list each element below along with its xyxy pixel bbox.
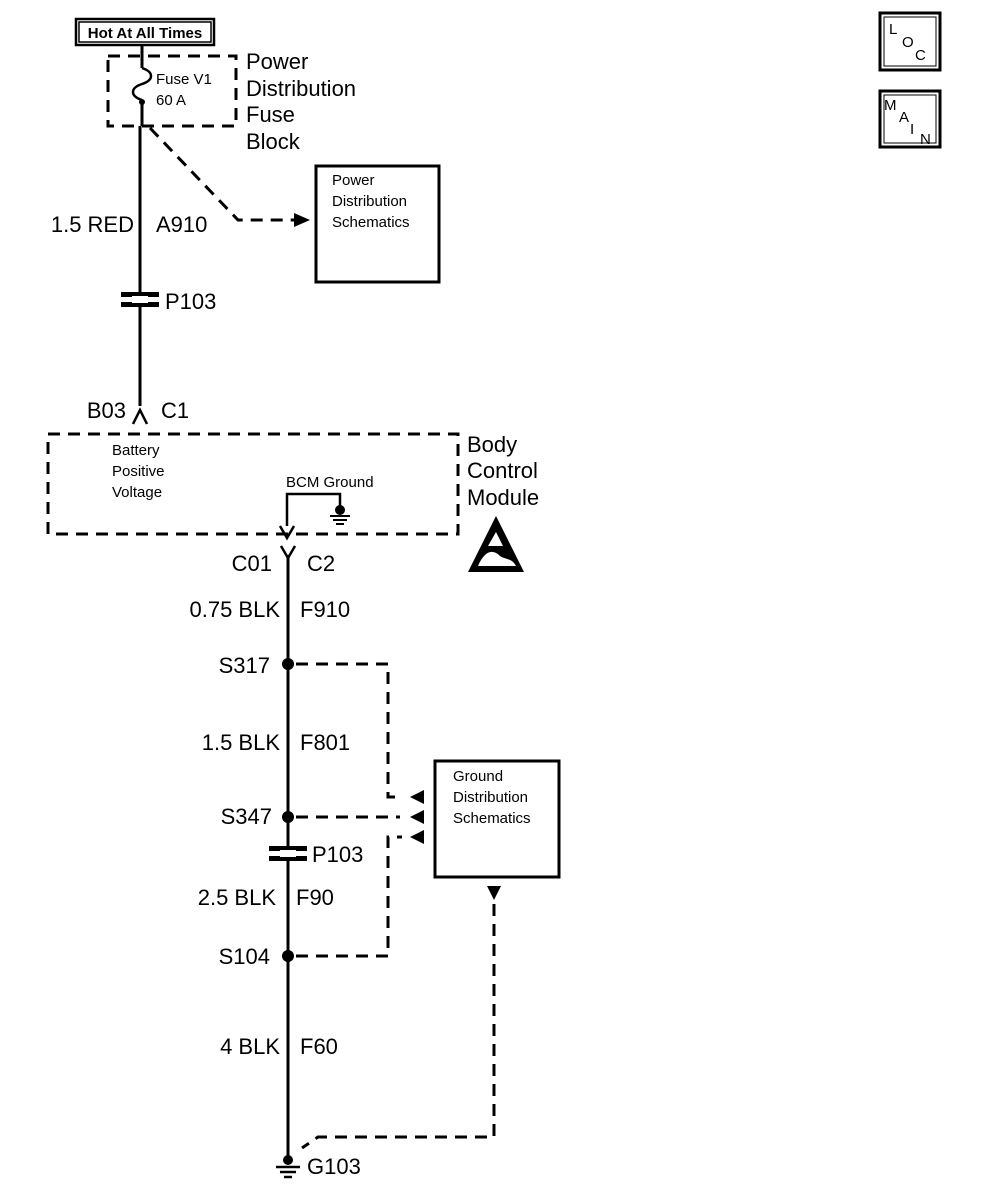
- svg-text:Control: Control: [467, 458, 538, 483]
- s104-ref-dashed-line: [296, 835, 402, 958]
- wire-f910-gauge-color: 0.75 BLK: [189, 597, 280, 622]
- bcm-output-pin: C01: [232, 551, 272, 576]
- main-nav-icon[interactable]: M A I N: [878, 89, 942, 149]
- splice-s347: [282, 811, 294, 823]
- svg-text:Power: Power: [332, 172, 375, 189]
- svg-text:Module: Module: [467, 485, 539, 510]
- svg-text:Power: Power: [246, 49, 308, 74]
- hot-at-all-times-label: Hot At All Times: [74, 17, 216, 47]
- splice-s317-label: S317: [219, 653, 270, 678]
- bcm-input-connector: C1: [161, 398, 189, 423]
- power-distribution-schematics-link[interactable]: Power Distribution Schematics: [314, 164, 441, 284]
- fuse-v1-symbol: [131, 56, 153, 126]
- bcm-internal-ground: [278, 492, 350, 541]
- svg-text:A: A: [899, 109, 909, 126]
- bcm-ground-label: BCM Ground: [286, 474, 374, 491]
- power-ref-dashed-line: [148, 126, 296, 222]
- ground-distribution-schematics-link[interactable]: Ground Distribution Schematics: [433, 759, 561, 879]
- svg-text:Distribution: Distribution: [453, 789, 528, 806]
- svg-text:M: M: [884, 97, 897, 114]
- wire-f801-gauge-color: 1.5 BLK: [202, 730, 281, 755]
- svg-text:L: L: [889, 21, 897, 38]
- svg-text:Positive: Positive: [112, 463, 165, 480]
- splice-s317: [282, 658, 294, 670]
- wire-f60-gauge-color: 4 BLK: [220, 1034, 280, 1059]
- s317-ref-dashed-line: [296, 662, 402, 799]
- bcm-battery-label: Battery Positive Voltage: [112, 442, 165, 501]
- s347-ref-arrow: [410, 810, 424, 824]
- ground-g103-symbol: [276, 1155, 300, 1179]
- svg-text:I: I: [910, 121, 914, 138]
- svg-text:Hot At All Times: Hot At All Times: [88, 25, 202, 42]
- svg-text:Battery: Battery: [112, 442, 160, 459]
- wire-f90-gauge-color: 2.5 BLK: [198, 885, 277, 910]
- svg-text:Distribution: Distribution: [332, 193, 407, 210]
- splice-s104-label: S104: [219, 944, 270, 969]
- g103-ref-dashed-line: [301, 904, 496, 1150]
- connector-p103-top-label: P103: [165, 289, 216, 314]
- svg-text:O: O: [902, 34, 914, 51]
- bcm-output-pin-symbol: [279, 545, 297, 561]
- connector-p103-bottom-label: P103: [312, 842, 363, 867]
- wire-a910-circuit: A910: [156, 212, 207, 237]
- bcm-name: Body Control Module: [467, 432, 539, 510]
- loc-nav-icon[interactable]: L O C: [878, 11, 942, 72]
- svg-text:Distribution: Distribution: [246, 76, 356, 101]
- svg-text:Schematics: Schematics: [332, 214, 410, 231]
- bcm-input-pin: B03: [87, 398, 126, 423]
- fuse-rating: 60 A: [156, 92, 186, 109]
- connector-p103-top: [121, 292, 159, 307]
- wire-f60-circuit: F60: [300, 1034, 338, 1059]
- bcm-output-connector: C2: [307, 551, 335, 576]
- wire-a910-gauge-color: 1.5 RED: [51, 212, 134, 237]
- fuse-block-label: Power Distribution Fuse Block: [246, 49, 356, 154]
- svg-text:Block: Block: [246, 129, 301, 154]
- splice-s347-label: S347: [221, 804, 272, 829]
- esd-warning-icon: [468, 516, 524, 572]
- splice-s104: [282, 950, 294, 962]
- s104-ref-arrow: [410, 830, 424, 844]
- svg-text:Fuse: Fuse: [246, 102, 295, 127]
- svg-text:Ground: Ground: [453, 768, 503, 785]
- svg-text:Voltage: Voltage: [112, 484, 162, 501]
- ground-g103-label: G103: [307, 1154, 361, 1179]
- svg-text:Body: Body: [467, 432, 517, 457]
- wire-f90-circuit: F90: [296, 885, 334, 910]
- s317-ref-arrow: [410, 790, 424, 804]
- svg-text:N: N: [920, 131, 931, 148]
- wire-f910-circuit: F910: [300, 597, 350, 622]
- fuse-block-outline: [106, 54, 238, 128]
- g103-ref-arrow: [487, 886, 501, 900]
- svg-text:C: C: [915, 47, 926, 64]
- connector-p103-bottom: [269, 846, 307, 861]
- fuse-name: Fuse V1: [156, 71, 212, 88]
- power-ref-arrow: [294, 213, 310, 227]
- wire-f801-circuit: F801: [300, 730, 350, 755]
- svg-text:Schematics: Schematics: [453, 810, 531, 827]
- bcm-outline: [46, 432, 460, 536]
- bcm-input-pin-symbol: [131, 407, 149, 425]
